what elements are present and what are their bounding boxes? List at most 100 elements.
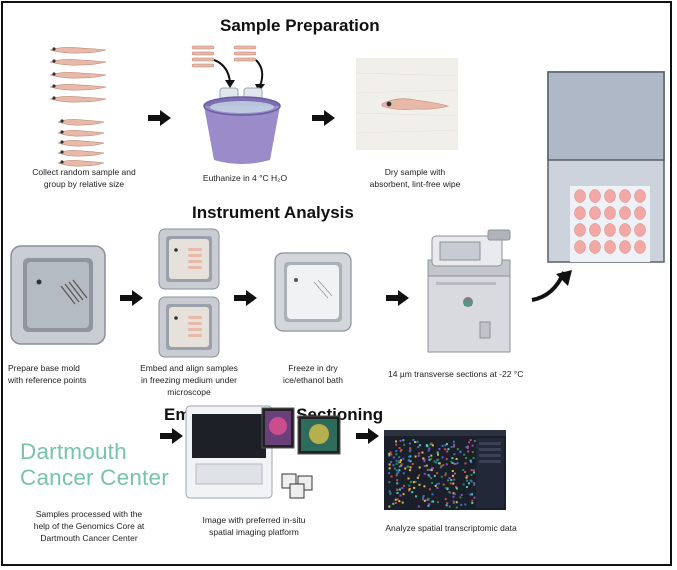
tissue-dot <box>446 450 449 453</box>
tissue-dot <box>465 485 468 488</box>
tissue-dot <box>473 471 476 474</box>
base-mold-illustration <box>10 245 106 345</box>
tissue-dot <box>453 472 456 475</box>
caption-dry: Dry sample with absorbent, lint-free wip… <box>360 166 470 190</box>
tissue-dot <box>408 484 411 487</box>
tissue-dot <box>398 488 401 491</box>
tissue-dot <box>423 460 426 463</box>
tissue-dot <box>453 453 456 456</box>
caption-line: ice/ethanol bath <box>282 375 344 385</box>
tissue-dot <box>434 484 437 487</box>
tissue-dot <box>429 458 432 461</box>
tissue-dot <box>445 458 448 461</box>
tissue-dot <box>445 486 448 489</box>
tissue-dot <box>399 439 402 442</box>
slide-spot <box>589 240 601 254</box>
tissue-dot <box>399 494 402 497</box>
tissue-dot <box>416 440 419 443</box>
tissue-dot <box>431 444 434 447</box>
tissue-dot <box>430 500 433 503</box>
slide-spot <box>589 223 601 237</box>
tissue-dot <box>427 497 430 500</box>
caption-euthanize: Euthanize in 4 °C H₂O <box>202 173 288 183</box>
tissue-dot <box>437 501 440 504</box>
tissue-dot <box>464 503 467 506</box>
tissue-dot <box>417 505 420 508</box>
tissue-dot <box>448 505 451 508</box>
tissue-dot <box>418 466 421 469</box>
caption-freeze: Freeze in dry ice/ethanol bath <box>268 362 358 386</box>
logo-line-2: Cancer Center <box>20 465 169 490</box>
tissue-dot <box>414 455 417 458</box>
caption-analyze: Analyze spatial transcriptomic data <box>385 523 517 533</box>
larva-eye <box>52 96 56 100</box>
tissue-dot <box>473 482 476 485</box>
heading-sample-preparation: Sample Preparation <box>220 16 380 35</box>
curved-arrow-icon <box>531 270 572 302</box>
tissue-dot <box>428 475 431 478</box>
tissue-dot <box>426 468 429 471</box>
cryostat-illustration <box>427 229 511 353</box>
tissue-dot <box>450 479 453 482</box>
tissue-dot <box>460 493 463 496</box>
tissue-dot <box>452 495 455 498</box>
tissue-dot <box>388 452 391 455</box>
tissue-dot <box>430 454 433 457</box>
tissue-dot <box>409 466 412 469</box>
larva-shape <box>57 160 105 167</box>
imaging-platform-illustration <box>185 405 341 499</box>
tissue-dot <box>453 493 456 496</box>
tissue-dot <box>427 449 430 452</box>
larva-shape <box>57 119 105 126</box>
analysis-software-illustration <box>384 430 506 510</box>
tissue-dot <box>395 472 398 475</box>
tissue-dot <box>425 444 428 447</box>
tissue-dot <box>400 463 403 466</box>
tissue-dot <box>463 453 466 456</box>
tissue-dot <box>470 461 473 464</box>
larva-eye <box>60 140 64 144</box>
tissue-dot <box>414 480 417 483</box>
tissue-dot <box>456 462 459 465</box>
tissue-dot <box>449 482 452 485</box>
caption-line: Prepare base mold <box>8 363 80 373</box>
tissue-dot <box>455 457 458 460</box>
tissue-dot <box>442 464 445 467</box>
tissue-dot <box>400 464 403 467</box>
caption-line: Dartmouth Cancer Center <box>40 533 138 543</box>
tissue-dot <box>388 490 391 493</box>
tissue-dot <box>453 462 456 465</box>
tissue-dot <box>431 467 434 470</box>
logo-line-1: Dartmouth <box>20 439 127 464</box>
tissue-dot <box>433 474 436 477</box>
tissue-dot <box>455 501 458 504</box>
larva-eye <box>52 72 56 76</box>
larva-eye <box>60 150 64 154</box>
tissue-dot <box>464 462 467 465</box>
tissue-dot <box>467 445 470 448</box>
tissue-dot <box>452 500 455 503</box>
caption-prepare: Prepare base mold with reference points <box>8 362 118 386</box>
tissue-dot <box>394 501 397 504</box>
tissue-dot <box>393 467 396 470</box>
tissue-dot <box>462 483 465 486</box>
tissue-dot <box>414 441 417 444</box>
heading-instrument-analysis: Instrument Analysis <box>192 203 354 222</box>
tissue-dot <box>388 481 391 484</box>
caption-line: group by relative size <box>43 179 125 189</box>
slide-spot <box>604 206 616 220</box>
arrow-right-icon <box>234 290 257 306</box>
tissue-dot <box>423 458 426 461</box>
tissue-dot <box>436 453 439 456</box>
tissue-dot <box>466 475 469 478</box>
slide-spot <box>619 189 631 203</box>
tissue-dot <box>448 491 451 494</box>
tissue-dot <box>459 496 462 499</box>
tissue-dot <box>450 446 453 449</box>
slide-spot <box>619 223 631 237</box>
tissue-dot <box>464 471 467 474</box>
tissue-dot <box>395 474 398 477</box>
tissue-dot <box>422 494 425 497</box>
arrow-right-icon <box>386 290 409 306</box>
caption-line: Dry sample with <box>384 167 446 177</box>
